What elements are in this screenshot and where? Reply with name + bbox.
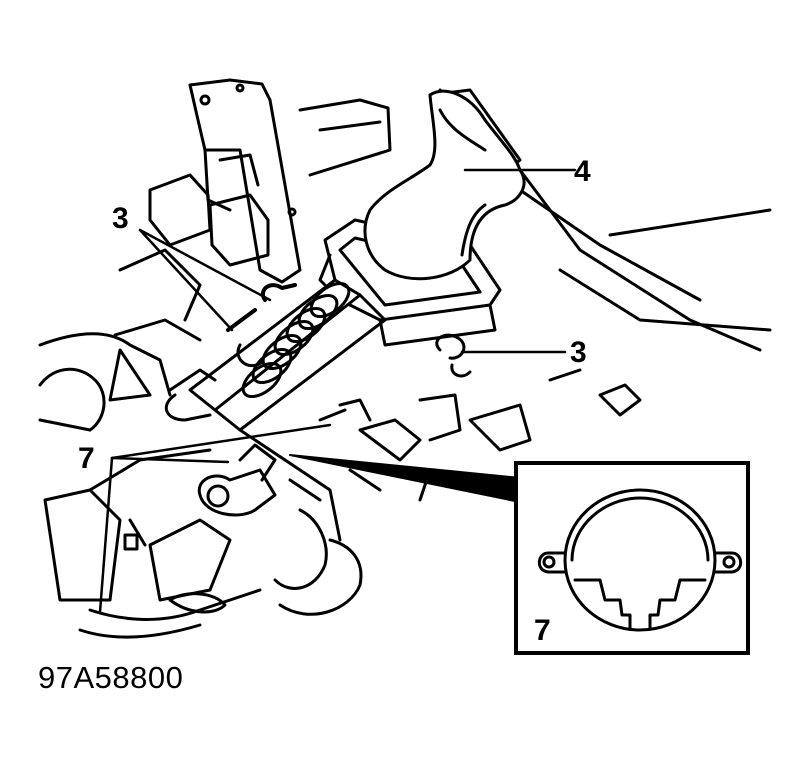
leader-lines [98, 168, 577, 614]
retaining-clips [226, 283, 472, 378]
callout-3-upper: 3 [112, 202, 129, 235]
universal-joint [197, 393, 462, 616]
hand-grip [363, 89, 526, 281]
inset-pointer [289, 454, 521, 503]
callout-4: 4 [574, 155, 591, 188]
retainer-ring-detail [537, 488, 743, 632]
figure-code: 97A58800 [38, 660, 184, 695]
callout-7-inset: 7 [534, 614, 551, 647]
steering-shaft [164, 278, 387, 462]
callout-7-left: 7 [78, 442, 95, 475]
lower-housing [38, 248, 262, 639]
callout-3-right: 3 [570, 336, 587, 369]
